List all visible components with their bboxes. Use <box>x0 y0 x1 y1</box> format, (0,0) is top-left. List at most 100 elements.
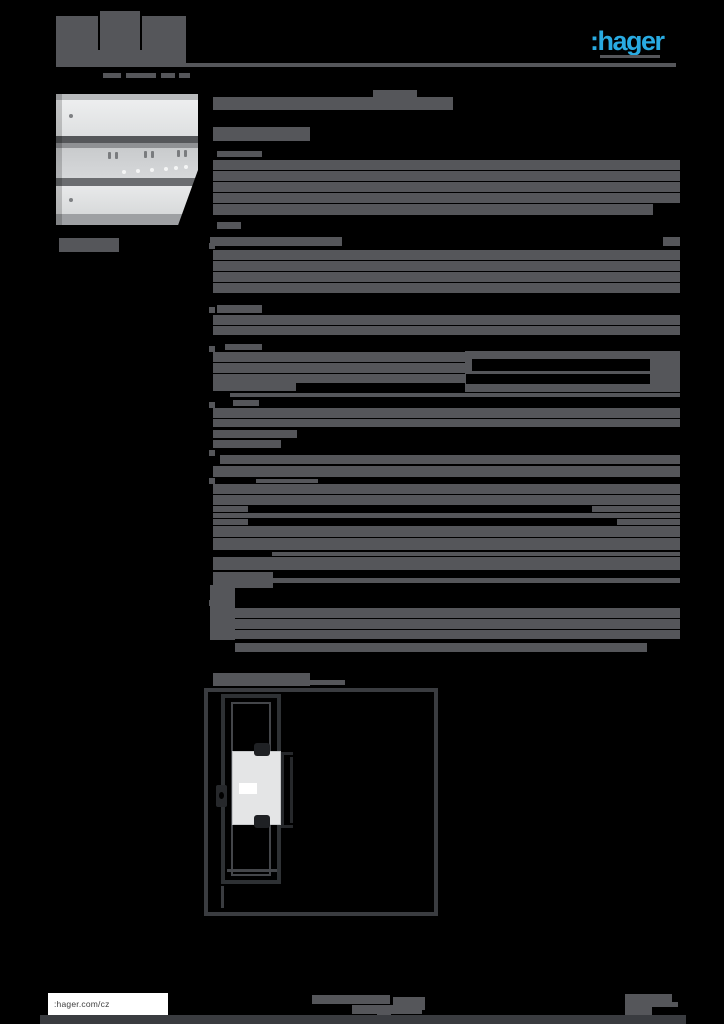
paragraph-line <box>213 619 680 629</box>
paragraph-line <box>213 608 680 618</box>
paragraph-line <box>213 352 467 362</box>
footer-band <box>40 1015 686 1024</box>
device-plate-slot <box>239 783 257 794</box>
mounting-claw-bottom <box>254 815 270 828</box>
paragraph-line <box>213 326 680 335</box>
section-label <box>217 151 262 157</box>
profile-bottom-stub <box>221 886 224 908</box>
hager-logo-text: :hager <box>590 26 665 56</box>
spec-value <box>592 506 680 512</box>
paragraph-line <box>220 455 680 464</box>
paragraph-line <box>213 630 680 639</box>
footer-center-block <box>352 1005 422 1014</box>
rail-dot <box>150 168 154 172</box>
divider-line <box>230 393 680 397</box>
photo-caption <box>59 238 119 252</box>
address-line-fragment <box>103 73 121 78</box>
spec-fragment <box>273 578 680 583</box>
row-value <box>663 237 680 246</box>
spec-value <box>617 519 680 525</box>
hager-logo: :hager <box>590 26 680 58</box>
photo-lower-lid <box>56 186 198 214</box>
support-bracket-top <box>281 752 293 755</box>
support-bracket-outer <box>281 752 284 828</box>
paragraph-line <box>213 383 296 391</box>
spec-fragment <box>256 479 318 483</box>
list-bullet <box>209 450 215 456</box>
paragraph-line <box>213 182 680 192</box>
row-label <box>210 237 342 246</box>
paragraph-line <box>213 272 680 282</box>
footer-right-block <box>625 1007 652 1015</box>
spec-row <box>213 466 680 477</box>
rail-dot <box>122 170 126 174</box>
rail-dot <box>136 169 140 173</box>
screw-dot <box>69 198 73 202</box>
spec-row <box>213 557 680 570</box>
list-bullet <box>209 402 215 408</box>
spec-row <box>213 495 680 505</box>
photo-middle-rail <box>56 148 198 178</box>
address-line-fragment <box>179 73 190 78</box>
paragraph-line <box>213 160 680 170</box>
title-tab <box>373 90 417 97</box>
footer-website-link[interactable]: :hager.com/cz <box>54 999 110 1009</box>
page-title <box>213 97 453 110</box>
footer-right-block <box>625 994 672 1007</box>
drawing-frame <box>204 688 438 916</box>
list-bullet <box>209 346 215 352</box>
logo-shadow <box>600 55 660 58</box>
paragraph-line <box>213 440 281 448</box>
spec-label <box>213 506 248 512</box>
address-line-fragment <box>126 73 156 78</box>
retaining-clip-hole <box>219 792 224 799</box>
paragraph-line <box>213 430 297 438</box>
paragraph-line <box>213 250 680 260</box>
screw-dot <box>69 114 73 118</box>
spec-fragment <box>272 552 680 556</box>
list-bullet <box>209 600 215 606</box>
header-rule <box>56 63 676 67</box>
spec-row <box>213 513 680 518</box>
product-photo <box>56 94 198 225</box>
info-table-gap <box>466 374 650 384</box>
footer-center-block <box>377 1012 391 1016</box>
brand-block-base <box>56 50 186 63</box>
technical-drawing <box>204 688 438 916</box>
rail-dot <box>164 167 168 171</box>
photo-lid-lip <box>56 143 198 148</box>
drawing-heading <box>213 673 310 686</box>
rail-hole-pair <box>108 152 118 159</box>
info-table-gap <box>472 359 650 371</box>
paragraph-line <box>213 315 680 325</box>
paragraph-line <box>235 643 647 652</box>
paragraph-line <box>213 363 467 373</box>
section-label <box>217 305 262 313</box>
support-bracket-bottom <box>281 825 293 828</box>
section-label <box>233 400 259 406</box>
list-bullet <box>209 478 215 484</box>
photo-left-shade <box>56 94 62 225</box>
spec-label <box>213 519 248 525</box>
paragraph-line <box>213 283 680 293</box>
section-label <box>225 344 262 350</box>
footer-website-box: :hager.com/cz <box>48 993 168 1015</box>
list-bullet <box>209 307 215 313</box>
spec-row <box>213 484 680 494</box>
list-bullet <box>209 243 215 249</box>
paragraph-line <box>213 171 680 181</box>
rail-hole-pair <box>144 151 154 158</box>
mounting-claw-top <box>254 743 270 756</box>
list-fragment <box>217 222 241 229</box>
paragraph-line <box>213 408 680 418</box>
photo-bottom-edge <box>56 214 198 225</box>
rail-dot <box>174 166 178 170</box>
photo-slot-shadow-2 <box>56 178 198 186</box>
paragraph-line <box>213 419 680 427</box>
paragraph-line <box>213 374 467 383</box>
rail-hole-pair <box>177 150 187 157</box>
product-reference <box>213 127 310 141</box>
rail-dot <box>184 165 188 169</box>
photo-slot-shadow <box>56 136 198 143</box>
